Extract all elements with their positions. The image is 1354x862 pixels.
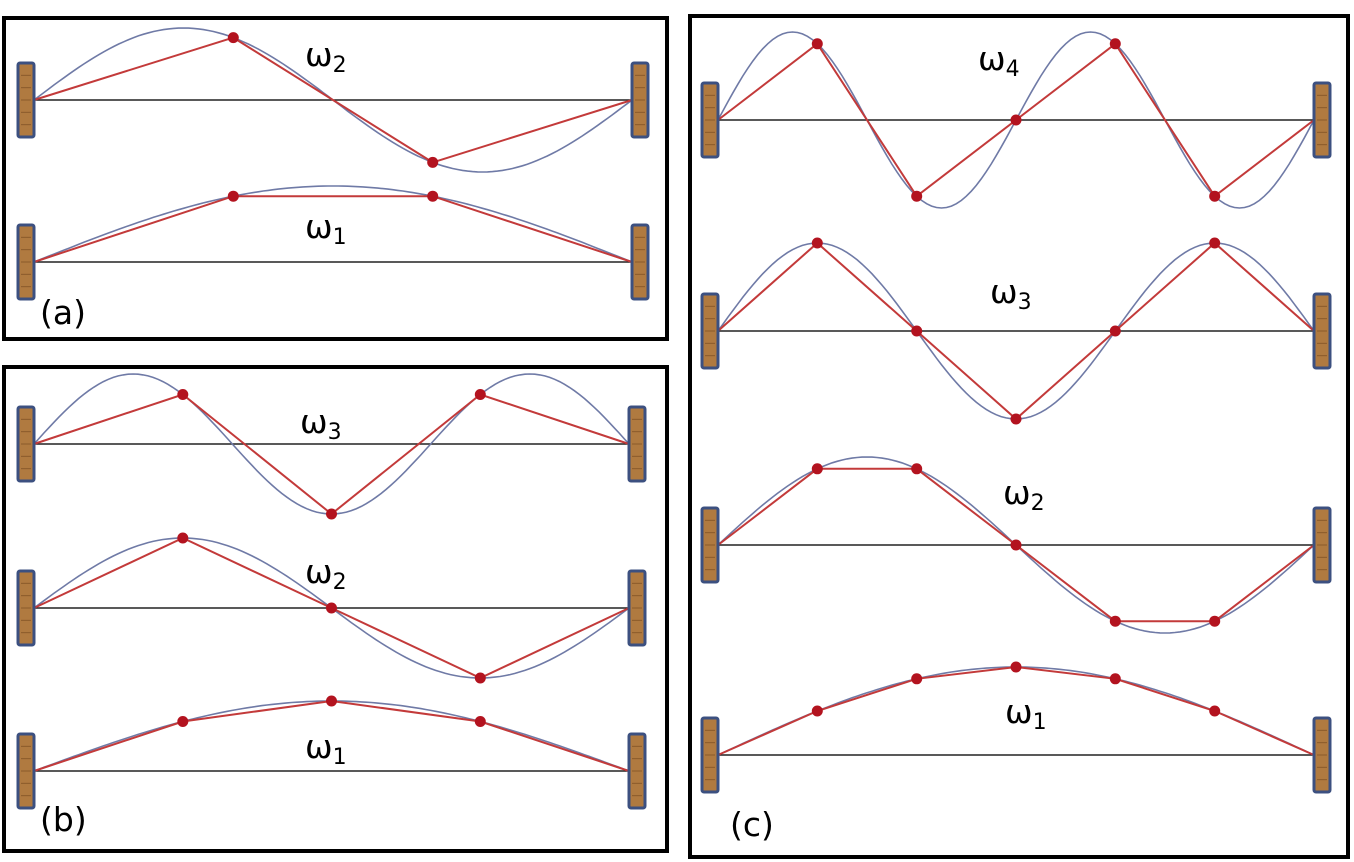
wall-right-c4 [1312, 81, 1332, 159]
mass-c1-5 [1209, 705, 1221, 717]
mass-b1-1 [177, 716, 189, 727]
mass-c1-4 [1109, 673, 1121, 685]
wall-left-c2 [700, 506, 720, 584]
mass-b3-2 [326, 508, 337, 520]
mass-b2-3 [474, 672, 486, 684]
mass-c3-1 [811, 237, 823, 249]
wall-right-b1 [627, 732, 647, 810]
wall-right-c2 [1312, 506, 1332, 584]
mode-label-c-3: ω3 [990, 272, 1032, 315]
mass-c4-1 [811, 38, 823, 50]
wall-left-c3 [700, 292, 720, 370]
mode-label-b-3: ω3 [300, 402, 342, 445]
mode-curve-a1 [33, 185, 633, 263]
mass-c2-2 [911, 463, 923, 475]
mode-label-c-1: ω1 [1005, 692, 1047, 735]
wall-right-a2 [630, 61, 650, 139]
wall-right-c3 [1312, 292, 1332, 370]
mass-c2-5 [1209, 615, 1221, 627]
mass-c1-2 [911, 673, 923, 685]
mass-c1-1 [811, 705, 823, 717]
wall-left-b3 [16, 405, 36, 483]
panel-letter-a: (a) [40, 293, 86, 332]
mass-c3-4 [1109, 325, 1121, 337]
mass-c2-1 [811, 463, 823, 475]
mass-c2-3 [1010, 539, 1022, 551]
mass-a2-1 [227, 32, 239, 44]
mass-c4-5 [1209, 190, 1221, 202]
mass-a1-2 [427, 190, 439, 202]
mass-c1-3 [1010, 661, 1022, 673]
wall-left-a2 [16, 61, 36, 139]
mode-label-b-2: ω2 [305, 552, 347, 595]
mass-b2-1 [177, 532, 189, 544]
mass-b3-1 [177, 389, 189, 400]
mass-c3-5 [1209, 237, 1221, 249]
mode-label-a-2: ω2 [305, 35, 347, 78]
mass-c3-3 [1010, 413, 1022, 425]
mass-b1-2 [326, 695, 337, 707]
mass-c3-2 [911, 325, 923, 337]
mass-a2-2 [427, 156, 439, 168]
mode-label-c-2: ω2 [1003, 473, 1045, 516]
wall-left-c4 [700, 81, 720, 159]
mass-c4-4 [1109, 38, 1121, 50]
panel-letter-c: (c) [730, 805, 774, 844]
wall-left-b1 [16, 732, 36, 810]
mass-c4-2 [911, 190, 923, 202]
wall-right-b2 [627, 569, 647, 647]
mass-b3-3 [474, 389, 486, 400]
mass-b1-3 [474, 716, 486, 727]
mass-c2-4 [1109, 615, 1121, 627]
mass-a1-1 [227, 190, 239, 202]
panel-a [2, 16, 669, 341]
wall-right-c1 [1312, 716, 1332, 794]
mass-c4-3 [1010, 114, 1022, 126]
mode-label-a-1: ω1 [305, 207, 347, 250]
mass-b2-2 [326, 602, 337, 614]
mode-label-b-1: ω1 [305, 727, 347, 770]
wall-left-c1 [700, 716, 720, 794]
wall-left-a1 [16, 223, 36, 301]
panel-letter-b: (b) [40, 800, 87, 839]
mode-label-c-4: ω4 [978, 39, 1020, 82]
wall-right-b3 [627, 405, 647, 483]
string-segments-a1 [33, 195, 633, 263]
string-segments-a2 [33, 36, 633, 164]
wall-left-b2 [16, 569, 36, 647]
wall-right-a1 [630, 223, 650, 301]
